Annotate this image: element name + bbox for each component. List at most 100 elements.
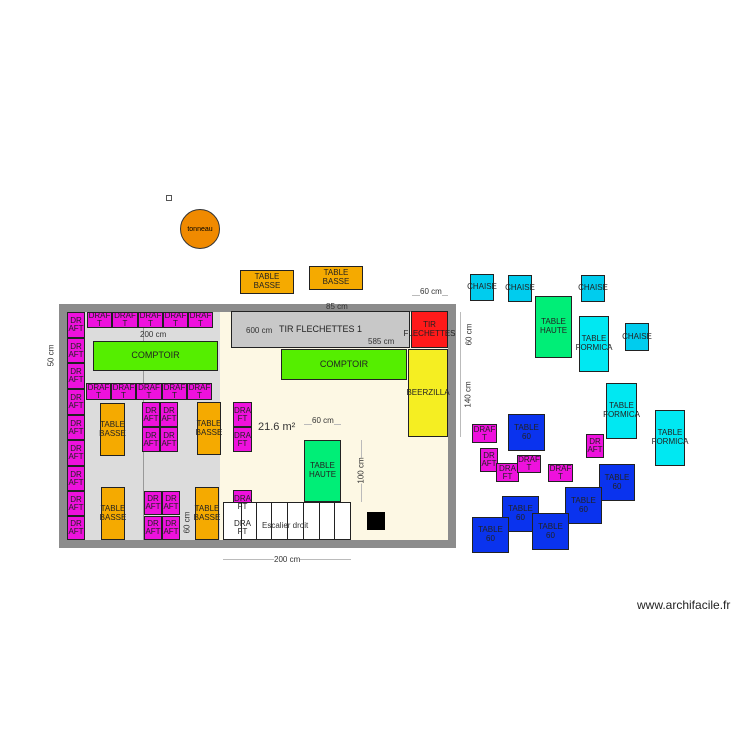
tonneau-barrel[interactable]: tonneau (180, 209, 220, 249)
draft-tap[interactable]: DRAFT (67, 312, 85, 338)
table-basse[interactable]: TABLE BASSE (99, 403, 126, 456)
draft-tap[interactable]: DRAFT (160, 402, 178, 427)
draft-tap[interactable]: DRAFT (233, 402, 252, 427)
chaise-chair-label: CHAISE (505, 283, 535, 293)
table-basse[interactable]: TABLE BASSE (195, 402, 223, 455)
table-60[interactable]: TABLE 60 (508, 414, 545, 451)
draft-tap-label: DRAFT (189, 311, 212, 328)
chaise-chair[interactable]: CHAISE (578, 275, 608, 302)
table-basse-label: TABLE BASSE (99, 503, 127, 522)
dimension-label: 60 cm (464, 323, 474, 346)
draft-tap[interactable]: DRAFT (67, 415, 85, 440)
watermark: www.archifacile.fr (637, 598, 731, 612)
draft-tap[interactable]: DRAFT (142, 402, 160, 427)
draft-tap[interactable]: DRAFT (87, 312, 112, 328)
dimension-line (460, 312, 461, 437)
draft-tap-label: DRAFT (473, 424, 496, 442)
table-60-label: TABLE 60 (571, 495, 596, 514)
table-formica[interactable]: TABLE FORMICA (576, 316, 612, 372)
draft-tap-label: DRAFT (112, 382, 135, 400)
draft-tap[interactable]: DRAFT (112, 312, 138, 328)
draft-tap-label: DRAFT (143, 430, 159, 448)
draft-tap[interactable]: DRAFT (548, 464, 573, 482)
draft-tap[interactable]: DRAFT (67, 440, 85, 466)
draft-tap[interactable]: DRAFT (67, 363, 85, 389)
table-basse-label: TABLE BASSE (322, 268, 350, 286)
draft-tap-label: DRAFT (68, 444, 84, 461)
draft-tap-label: DRAFT (234, 405, 251, 423)
draft-tap[interactable]: DRAFT (111, 383, 136, 400)
draft-tap-label: DRAFT (145, 494, 161, 511)
draft-tap[interactable]: DRAFT (136, 383, 162, 400)
draft-tap-label: DRAFT (188, 382, 211, 400)
draft-tap[interactable]: DRAFT (162, 491, 180, 515)
draft-tap[interactable]: DRAFT (67, 516, 85, 540)
dimension-label: 140 cm (463, 381, 473, 408)
draft-tap[interactable]: DRAFT (517, 455, 541, 473)
beerzilla-unit-label: BEERZILLA (406, 387, 450, 397)
chaise-chair[interactable]: CHAISE (467, 274, 497, 301)
draft-tap[interactable]: DRAFT (144, 491, 162, 515)
area-label: 21.6 m² (258, 421, 296, 433)
draft-tap[interactable]: DRAFT (67, 466, 85, 491)
draft-tap-label: DRAFT (234, 493, 251, 511)
table-haute-label: TABLE HAUTE (539, 317, 568, 335)
table-60[interactable]: TABLE 60 (502, 496, 539, 532)
table-haute[interactable]: TABLE HAUTE (535, 296, 572, 358)
table-basse[interactable]: TABLE BASSE (194, 487, 220, 540)
draft-tap[interactable]: DRAFT (233, 427, 252, 452)
draft-tap[interactable]: DRAFT (162, 383, 187, 400)
draft-tap-label: DRAFT (145, 519, 161, 536)
draft-tap[interactable]: DRAFT (187, 383, 212, 400)
draft-tap-label: DRAFT (68, 316, 84, 333)
table-basse[interactable]: TABLE BASSE (240, 270, 294, 294)
draft-tap[interactable]: DRAFT (233, 490, 252, 515)
draft-tap[interactable]: DRAFT (160, 427, 178, 452)
draft-tap[interactable]: DRAFT (586, 434, 604, 458)
chaise-chair[interactable]: CHAISE (505, 275, 535, 302)
table-basse[interactable]: TABLE BASSE (99, 487, 127, 540)
table-basse[interactable]: TABLE BASSE (309, 266, 363, 290)
draft-tap[interactable]: DRAFT (472, 424, 497, 443)
draft-tap[interactable]: DRAFT (162, 516, 180, 540)
comptoir-counter[interactable]: COMPTOIR (281, 349, 407, 380)
draft-tap-label: DRAFT (138, 382, 160, 400)
draft-tap[interactable]: DRAFT (144, 516, 162, 540)
table-60-label: TABLE 60 (478, 525, 503, 543)
table-haute[interactable]: TABLE HAUTE (304, 440, 341, 502)
draft-tap[interactable]: DRAFT (67, 491, 85, 516)
comptoir-counter[interactable]: COMPTOIR (93, 341, 218, 371)
dimension-label: 60 cm (420, 287, 442, 296)
draft-tap[interactable]: DRAFT (86, 383, 111, 400)
draft-tap-label: DRAFT (143, 405, 159, 423)
draft-tap[interactable]: DRAFT (496, 463, 519, 482)
chaise-chair-label: CHAISE (622, 331, 652, 341)
dimension-label: 585 cm (368, 337, 395, 346)
draft-tap[interactable]: DRAFT (67, 389, 85, 415)
dimension-label: 60 cm (312, 416, 334, 425)
table-60[interactable]: TABLE 60 (565, 487, 602, 524)
dimension-label: 85 cm (326, 302, 348, 311)
table-60[interactable]: TABLE 60 (599, 464, 635, 501)
draft-tap-label: DRAFT (234, 518, 251, 536)
draft-tap[interactable]: DRAFT (188, 312, 213, 328)
table-60[interactable]: TABLE 60 (472, 517, 509, 553)
draft-tap-label: DRAFT (163, 494, 179, 511)
draft-tap[interactable]: DRAFT (480, 448, 498, 472)
dimension-label: 60 cm (182, 511, 192, 534)
dartboard-target[interactable]: TIR FLECHETTES (404, 311, 456, 348)
table-formica[interactable]: TABLE FORMICA (652, 410, 688, 466)
draft-tap[interactable]: DRAFT (138, 312, 163, 328)
table-basse-label: TABLE BASSE (195, 418, 223, 437)
draft-tap[interactable]: DRAFT (142, 427, 160, 452)
beerzilla-unit[interactable]: BEERZILLA (406, 349, 450, 437)
dartboard-lane[interactable]: TIR FLECHETTES 1 (231, 311, 410, 348)
draft-tap[interactable]: DRAFT (67, 338, 85, 363)
table-60[interactable]: TABLE 60 (532, 513, 569, 550)
draft-tap-label: DRAFT (68, 469, 84, 487)
table-formica[interactable]: TABLE FORMICA (603, 383, 640, 439)
draft-tap[interactable]: DRAFT (163, 312, 188, 328)
black-block[interactable] (367, 512, 385, 530)
chaise-chair[interactable]: CHAISE (622, 323, 652, 351)
